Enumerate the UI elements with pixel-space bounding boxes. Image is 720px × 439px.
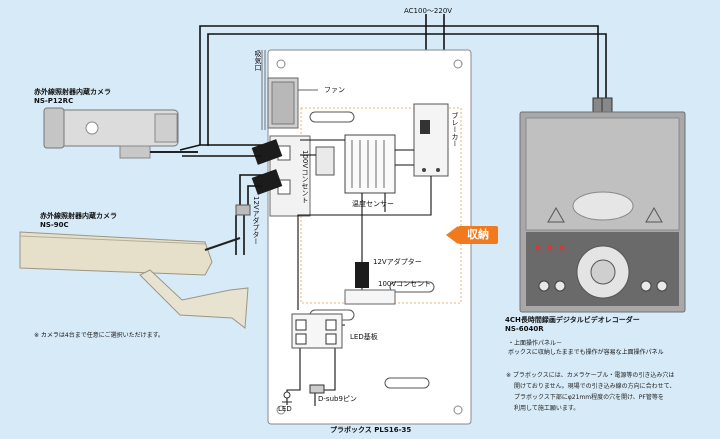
outlet-vertical-label: 100Vコンセント: [301, 150, 309, 204]
panel-note-1: ・上面操作パネル－: [508, 340, 563, 347]
dsub-label: D-sub9ピン: [318, 395, 357, 403]
fan-label: ファン: [324, 86, 345, 94]
camera-note: ※ カメラは4台まで任意にご選択いただけます。: [34, 332, 165, 339]
box-label: プラボックス PLS16-35: [330, 426, 412, 434]
recorder-name: 4CH長時間録画デジタルビデオレコーダー: [505, 316, 640, 324]
temp-sensor-label: 温度センサー: [352, 200, 394, 208]
camera2-model: NS-90C: [40, 221, 69, 229]
dsub-connector: [309, 384, 325, 394]
adapter-vertical-label: 12Vアダプター: [252, 196, 260, 245]
outlet-label: 100Vコンセント: [378, 280, 432, 288]
storage-arrow-icon: [446, 226, 458, 244]
storage-badge: 収納: [458, 226, 498, 244]
box-note-2: 開けておりません。現場での引き込み線の方向に合わせて、: [514, 383, 676, 390]
adapter-label: 12Vアダプター: [373, 258, 422, 266]
led-label: LED: [278, 405, 292, 413]
led-indicator: [282, 391, 292, 403]
camera2-illustration: [19, 204, 251, 329]
intake-vent: [261, 50, 266, 130]
breaker-label: ブレーカー: [451, 112, 459, 147]
led-board: [291, 313, 343, 349]
camera1-illustration: [43, 107, 198, 159]
box-note-3: プラボックス下部にφ21mm程度の穴を開け、PF管等を: [514, 394, 664, 401]
box-screws: [276, 59, 463, 415]
led-board-label: LED基板: [350, 333, 378, 341]
box-note-4: 利用して施工願います。: [514, 405, 580, 412]
recorder-bnc-connectors: [592, 97, 613, 113]
recorder-model: NS-6040R: [505, 325, 544, 333]
camera2-name: 赤外線照射器内蔵カメラ: [40, 212, 117, 220]
relay-block: [315, 146, 335, 176]
camera1-name: 赤外線照射器内蔵カメラ: [34, 88, 111, 96]
fan-unit: [267, 77, 318, 129]
camera-cables: [179, 144, 262, 255]
terminal-block: [344, 134, 396, 194]
panel-note-2: ボックスに収納したままでも操作が容易な上面操作パネル: [508, 349, 664, 356]
breaker: [413, 103, 449, 177]
camera1-model: NS-P12RC: [34, 97, 74, 105]
power-label: AC100～220V: [404, 7, 453, 15]
box-note-1: ※ プラボックスには、カメラケーブル・電源等の引き込み穴は: [506, 372, 675, 379]
intake-label: 吸気口: [254, 50, 262, 71]
outlet-bar: [344, 289, 396, 305]
adapter-12v: [355, 262, 369, 288]
recorder-unit: [519, 111, 686, 313]
